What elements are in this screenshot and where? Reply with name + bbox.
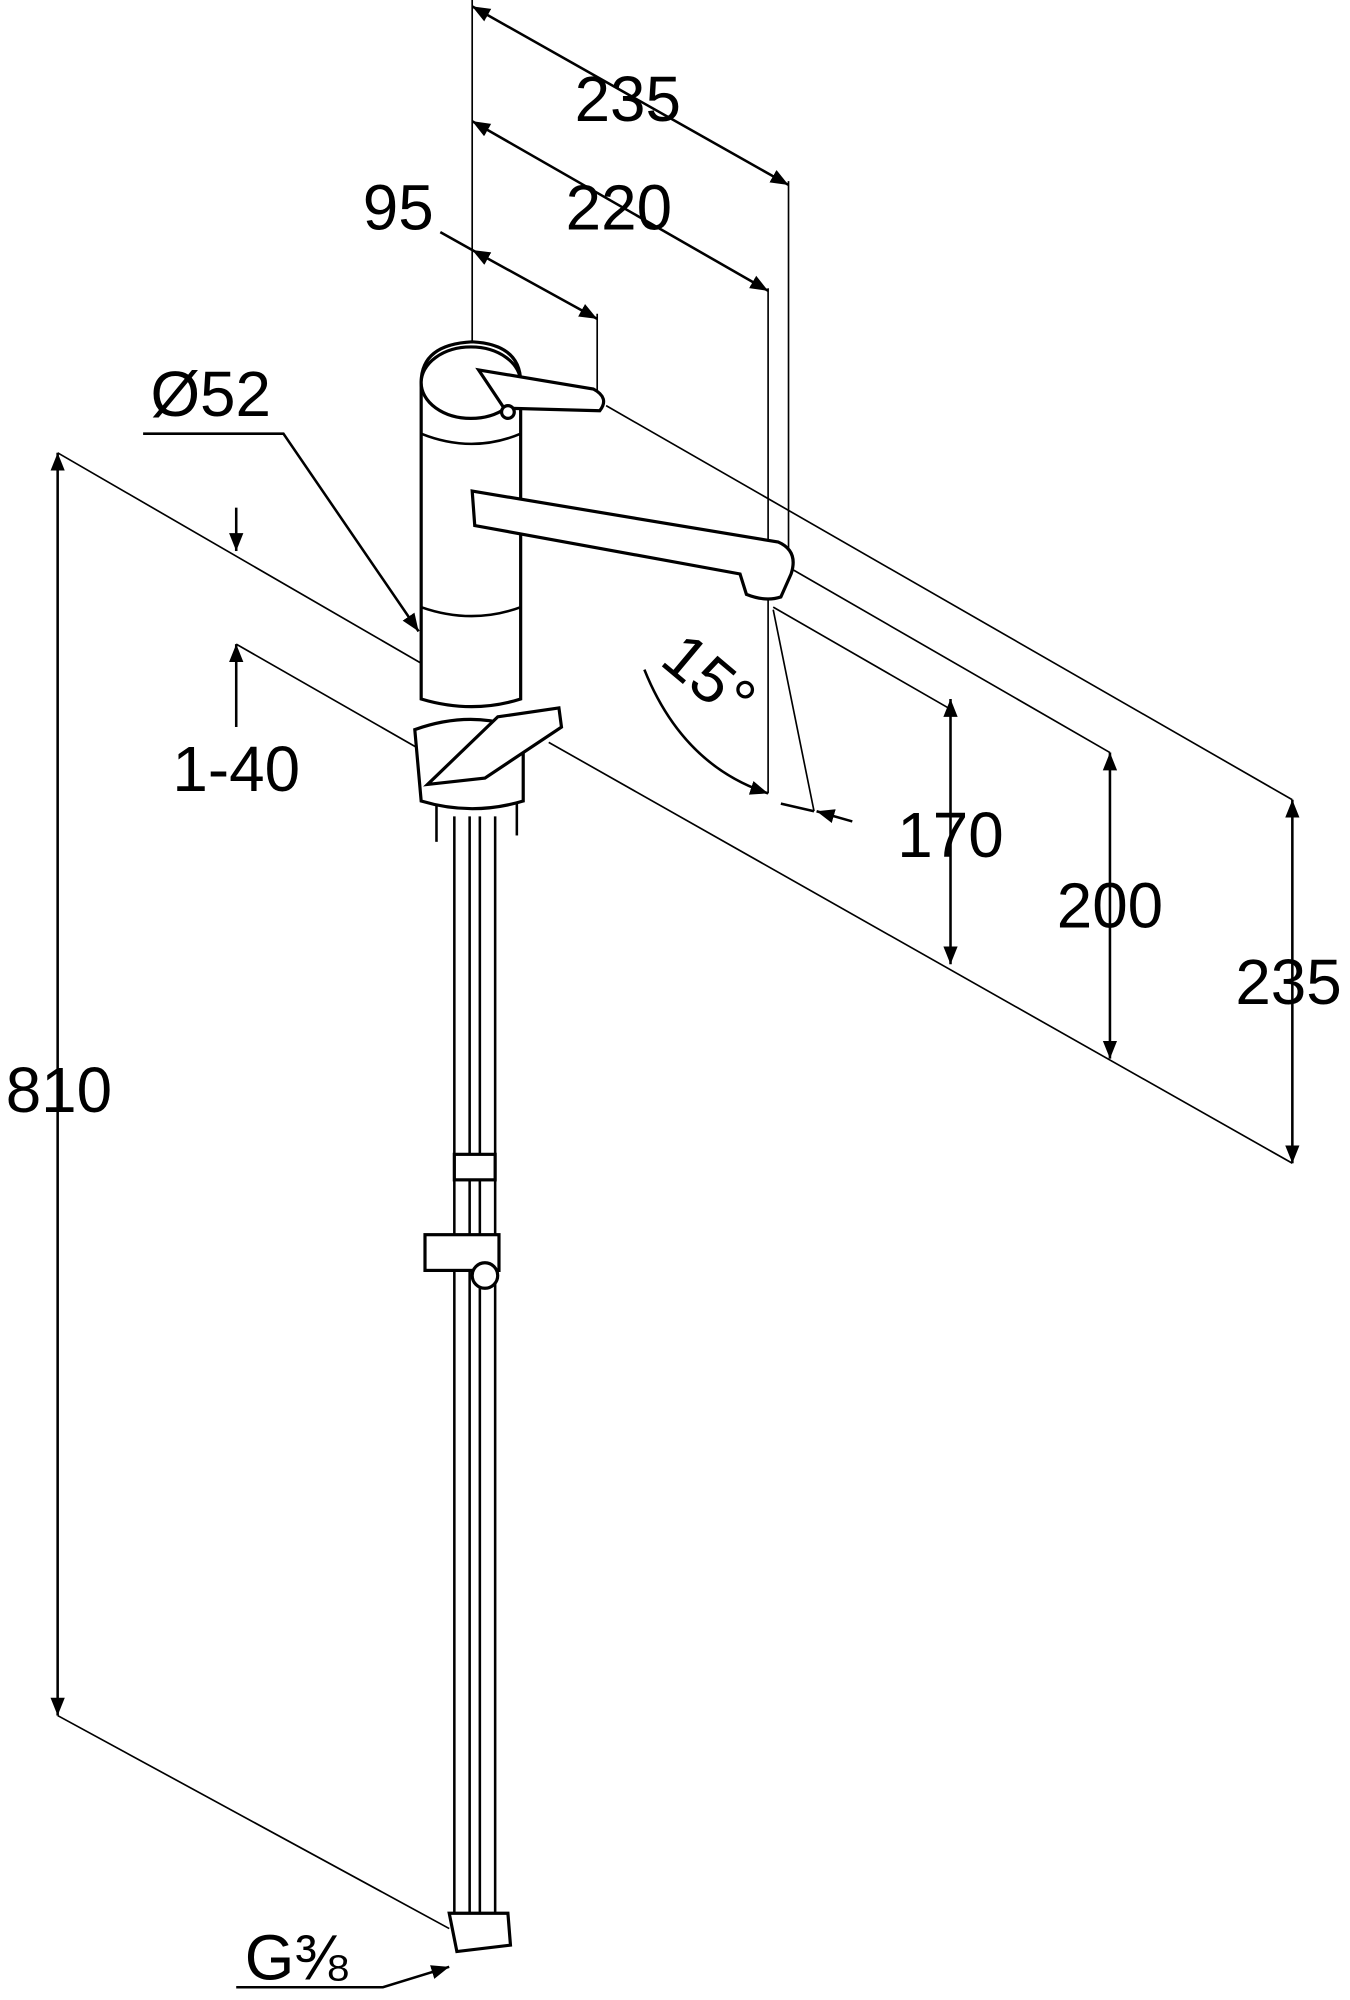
supply-hoses [423, 816, 513, 1954]
dim-reach-spout: 220 [566, 172, 672, 244]
extension-lines [57, 0, 1293, 1930]
faucet [413, 340, 795, 842]
dim-body-diameter: Ø52 [150, 358, 271, 430]
dim-spout-height: 170 [897, 799, 1003, 871]
dimension-lines [50, 5, 1300, 1989]
dim-hose-length: 810 [6, 1054, 112, 1126]
dim-lever-height: 235 [1235, 946, 1341, 1018]
dim-swivel-angle: 15° [649, 619, 769, 736]
dim-lever-offset: 95 [363, 172, 434, 244]
dim-reach-total: 235 [575, 63, 681, 135]
dim-countertop-thickness: 1-40 [172, 733, 300, 805]
dim-spout-top-height: 200 [1057, 869, 1163, 941]
dim-connection-thread: G⅜ [245, 1922, 349, 1994]
